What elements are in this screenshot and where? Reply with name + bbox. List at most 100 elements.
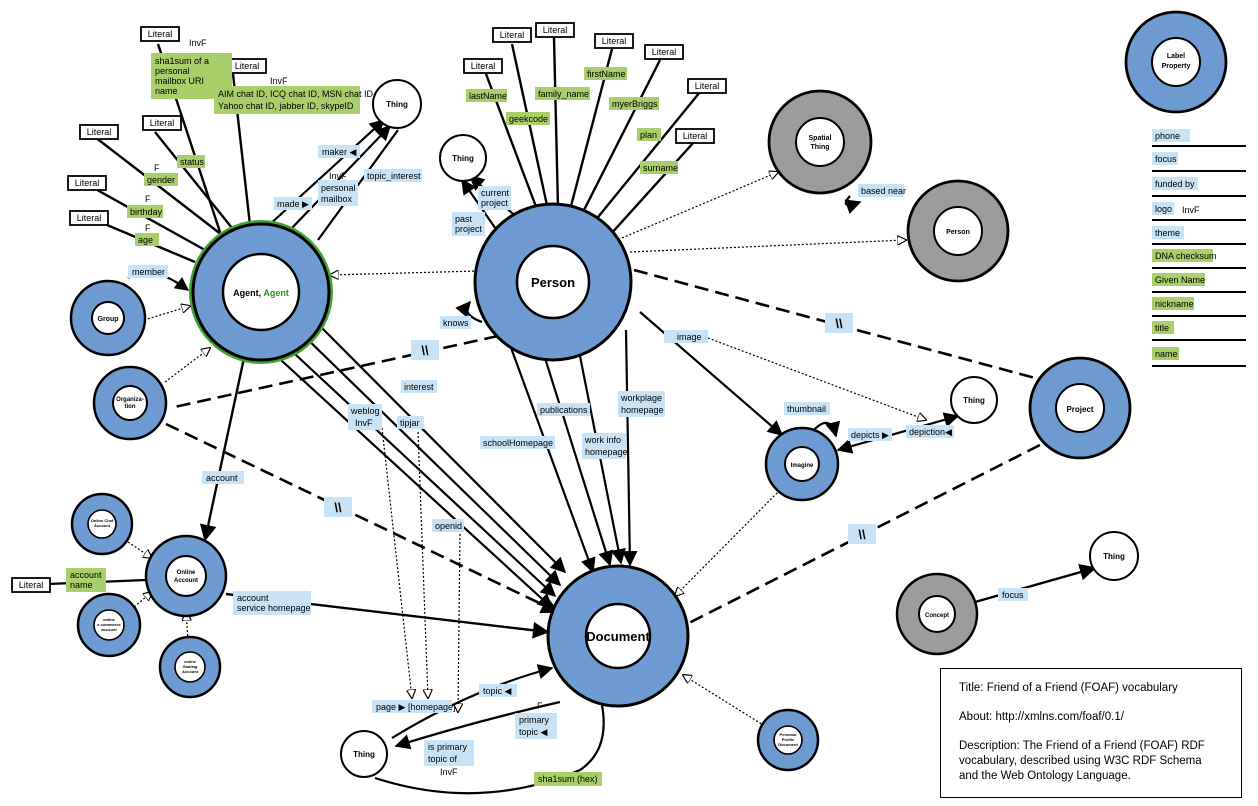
sha1-label-4: name	[155, 86, 178, 96]
literal-label: Literal	[77, 213, 102, 223]
topic-label: topic ◀	[483, 686, 512, 696]
f-label: F	[154, 163, 160, 173]
literal-label: Literal	[695, 81, 720, 91]
literal-label: Literal	[652, 47, 677, 57]
legend-item: Given Name	[1155, 275, 1205, 285]
thing-label: Thing	[1103, 552, 1125, 561]
depiction-label: depiction◀	[909, 427, 952, 437]
isprimary-invf-label: InvF	[440, 767, 458, 777]
spatial-thing-node: Spatial Thing	[767, 89, 873, 195]
online-account-node: Online Account	[144, 534, 228, 618]
invf-label: InvF	[189, 38, 207, 48]
literal-label: Literal	[471, 61, 496, 71]
made-label: made ▶	[277, 199, 309, 209]
concept-node: Concept	[895, 572, 979, 656]
agent-label: Agent,	[233, 288, 261, 298]
mbox-label-2: mailbox	[321, 194, 353, 204]
isprimary-label: is primary	[428, 742, 468, 752]
literal-boxes: Literal Literal Literal Literal Literal …	[11, 22, 727, 593]
thing-label: Thing	[386, 100, 408, 109]
legend-property: Property	[1162, 63, 1191, 70]
literal-label: Literal	[235, 61, 260, 71]
f-label: F	[145, 194, 151, 204]
aim-label: AIM chat ID, ICQ chat ID, MSN chat ID,	[218, 89, 376, 99]
maker-label: maker ◀	[322, 147, 357, 157]
legend-item: funded by	[1155, 179, 1195, 189]
legend-item: phone	[1155, 131, 1180, 141]
primary-f-label: F	[537, 701, 543, 711]
current-label-2: project	[481, 198, 509, 208]
family-name-label: family_name	[538, 89, 589, 99]
online-ecommerce-label-3: account	[101, 627, 117, 632]
topic-interest-label: topic_interest	[367, 171, 421, 181]
account-name-label-2: name	[70, 580, 93, 590]
legend-item: title	[1155, 323, 1169, 333]
organization-node: Organiza- tion	[92, 365, 168, 441]
literal-label: Literal	[19, 580, 44, 590]
online-gaming-label-3: Account	[182, 669, 199, 674]
svg-text:Agent, Agent: Agent, Agent	[233, 288, 289, 298]
online-ecommerce-node: online e-commerce account	[76, 592, 142, 658]
agent-label-green: Agent	[263, 288, 289, 298]
workinfo-label: work info	[584, 435, 621, 445]
legend-item: nickname	[1155, 299, 1194, 309]
birthday-label: birthday	[130, 207, 163, 217]
group-label: Group	[98, 316, 119, 323]
organization-label-2: tion	[125, 404, 136, 410]
current-label: current	[481, 188, 510, 198]
thumbnail-label: thumbnail	[787, 404, 826, 414]
legend-item: theme	[1155, 228, 1180, 238]
legend-item: focus	[1155, 154, 1177, 164]
age-label: age	[138, 235, 153, 245]
primary-label-2: topic ◀	[519, 727, 548, 737]
literal-label: Literal	[150, 118, 175, 128]
workplace-label-2: homepage	[621, 405, 664, 415]
online-chat-node: Online Chat Account	[70, 492, 134, 556]
aim-label-2: Yahoo chat ID, jabber ID, skypeID	[218, 101, 354, 111]
person-gray-label: Person	[946, 229, 970, 236]
project-node: Project	[1028, 356, 1132, 460]
imagine-label: Imagine	[791, 463, 814, 469]
online-account-label: Online	[177, 570, 196, 576]
depicts-label: depicts ▶	[851, 430, 889, 440]
page-label: page ▶ [homepage]	[376, 702, 455, 712]
school-label: schoolHomepage	[483, 438, 553, 448]
online-gaming-label-2: Gaming	[183, 664, 198, 669]
openid-label: openid	[435, 521, 462, 531]
account-label: account	[206, 473, 238, 483]
organization-label: Organiza-	[116, 397, 144, 403]
edges	[47, 37, 1097, 795]
literal-label: Literal	[500, 30, 525, 40]
workplace-label: workplage	[620, 393, 662, 403]
lastname-label: lastName	[469, 91, 507, 101]
geekcode-label: geekcode	[509, 114, 548, 124]
property-labels: sha1sum of a personal mailbox URI name I…	[66, 38, 1028, 786]
online-ecommerce-label-2: e-commerce	[97, 622, 121, 627]
spatial-thing-label: Spatial	[809, 135, 832, 142]
group-node: Group	[69, 279, 147, 357]
disjoint-marker: \\	[421, 343, 429, 358]
workinfo-label-2: homepage	[585, 447, 628, 457]
mbox-label: personal	[321, 183, 356, 193]
sha1hex-label: sha1sum (hex)	[538, 774, 598, 784]
online-chat-label: Online Chat	[91, 518, 114, 523]
legend-item: logo	[1155, 204, 1172, 214]
literal-label: Literal	[543, 25, 568, 35]
literal-label: Literal	[683, 131, 708, 141]
disjoint-marker: \\	[858, 527, 866, 542]
info-title: Title: Friend of a Friend (FOAF) vocabul…	[959, 682, 1178, 694]
surname-label: surname	[643, 163, 678, 173]
info-description: Description: The Friend of a Friend (FOA…	[959, 740, 1205, 782]
agent-node: Agent, Agent	[189, 220, 333, 364]
ppd-label: Personal	[780, 732, 797, 737]
sha1-label-3: mailbox URI	[155, 76, 204, 86]
tipjar-label: tipjar	[400, 418, 420, 428]
person-label: Person	[531, 275, 575, 290]
sha1-label-2: personal	[155, 66, 190, 76]
document-node: Document	[546, 564, 690, 708]
disjoint-marker: \\	[334, 500, 342, 515]
info-box: Title: Friend of a Friend (FOAF) vocabul…	[940, 668, 1242, 798]
knows-label: knows	[443, 318, 469, 328]
legend-label: Label	[1167, 53, 1185, 60]
